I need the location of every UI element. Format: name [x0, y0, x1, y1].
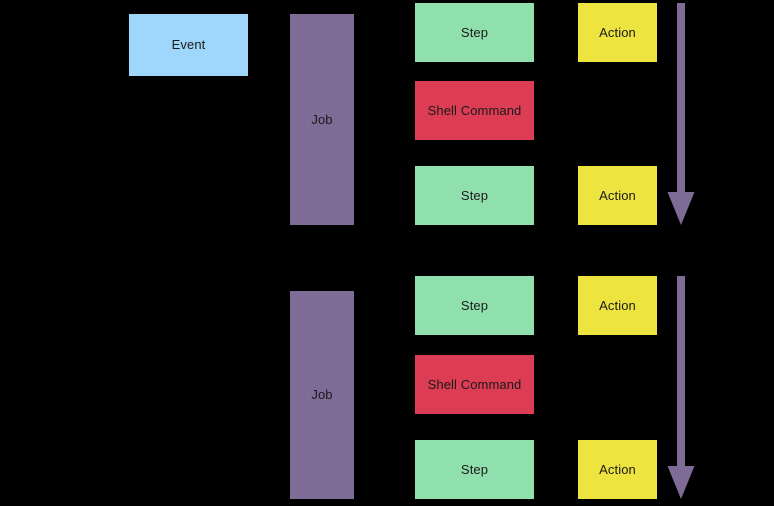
action-node-3[interactable]: Action: [578, 276, 657, 335]
action-node-2[interactable]: Action: [578, 166, 657, 225]
step-node-2[interactable]: Step: [415, 166, 534, 225]
shell-command-node-1[interactable]: Shell Command: [415, 81, 534, 140]
action-node-4[interactable]: Action: [578, 440, 657, 499]
action-node-2-label: Action: [599, 187, 636, 203]
job-node-2-label: Job: [311, 387, 333, 403]
step-node-1[interactable]: Step: [415, 3, 534, 62]
job-node-1-label: Job: [311, 111, 333, 127]
action-node-3-label: Action: [599, 297, 636, 313]
down-arrow-icon-1: [666, 3, 696, 225]
job-node-2[interactable]: Job: [290, 291, 354, 499]
event-node[interactable]: Event: [129, 14, 248, 76]
step-node-4-label: Step: [460, 461, 489, 477]
down-arrow-icon-2: [666, 276, 696, 499]
step-node-3[interactable]: Step: [415, 276, 534, 335]
action-node-4-label: Action: [599, 461, 636, 477]
job-node-1[interactable]: Job: [290, 14, 354, 225]
action-node-1-label: Action: [599, 24, 636, 40]
step-node-3-label: Step: [460, 297, 489, 313]
step-node-1-label: Step: [460, 24, 489, 40]
shell-command-node-2-label: Shell Command: [427, 376, 522, 392]
shell-command-node-2[interactable]: Shell Command: [415, 355, 534, 414]
shell-command-node-1-label: Shell Command: [427, 102, 522, 118]
step-node-2-label: Step: [460, 187, 489, 203]
event-node-label: Event: [171, 37, 206, 53]
action-node-1[interactable]: Action: [578, 3, 657, 62]
step-node-4[interactable]: Step: [415, 440, 534, 499]
